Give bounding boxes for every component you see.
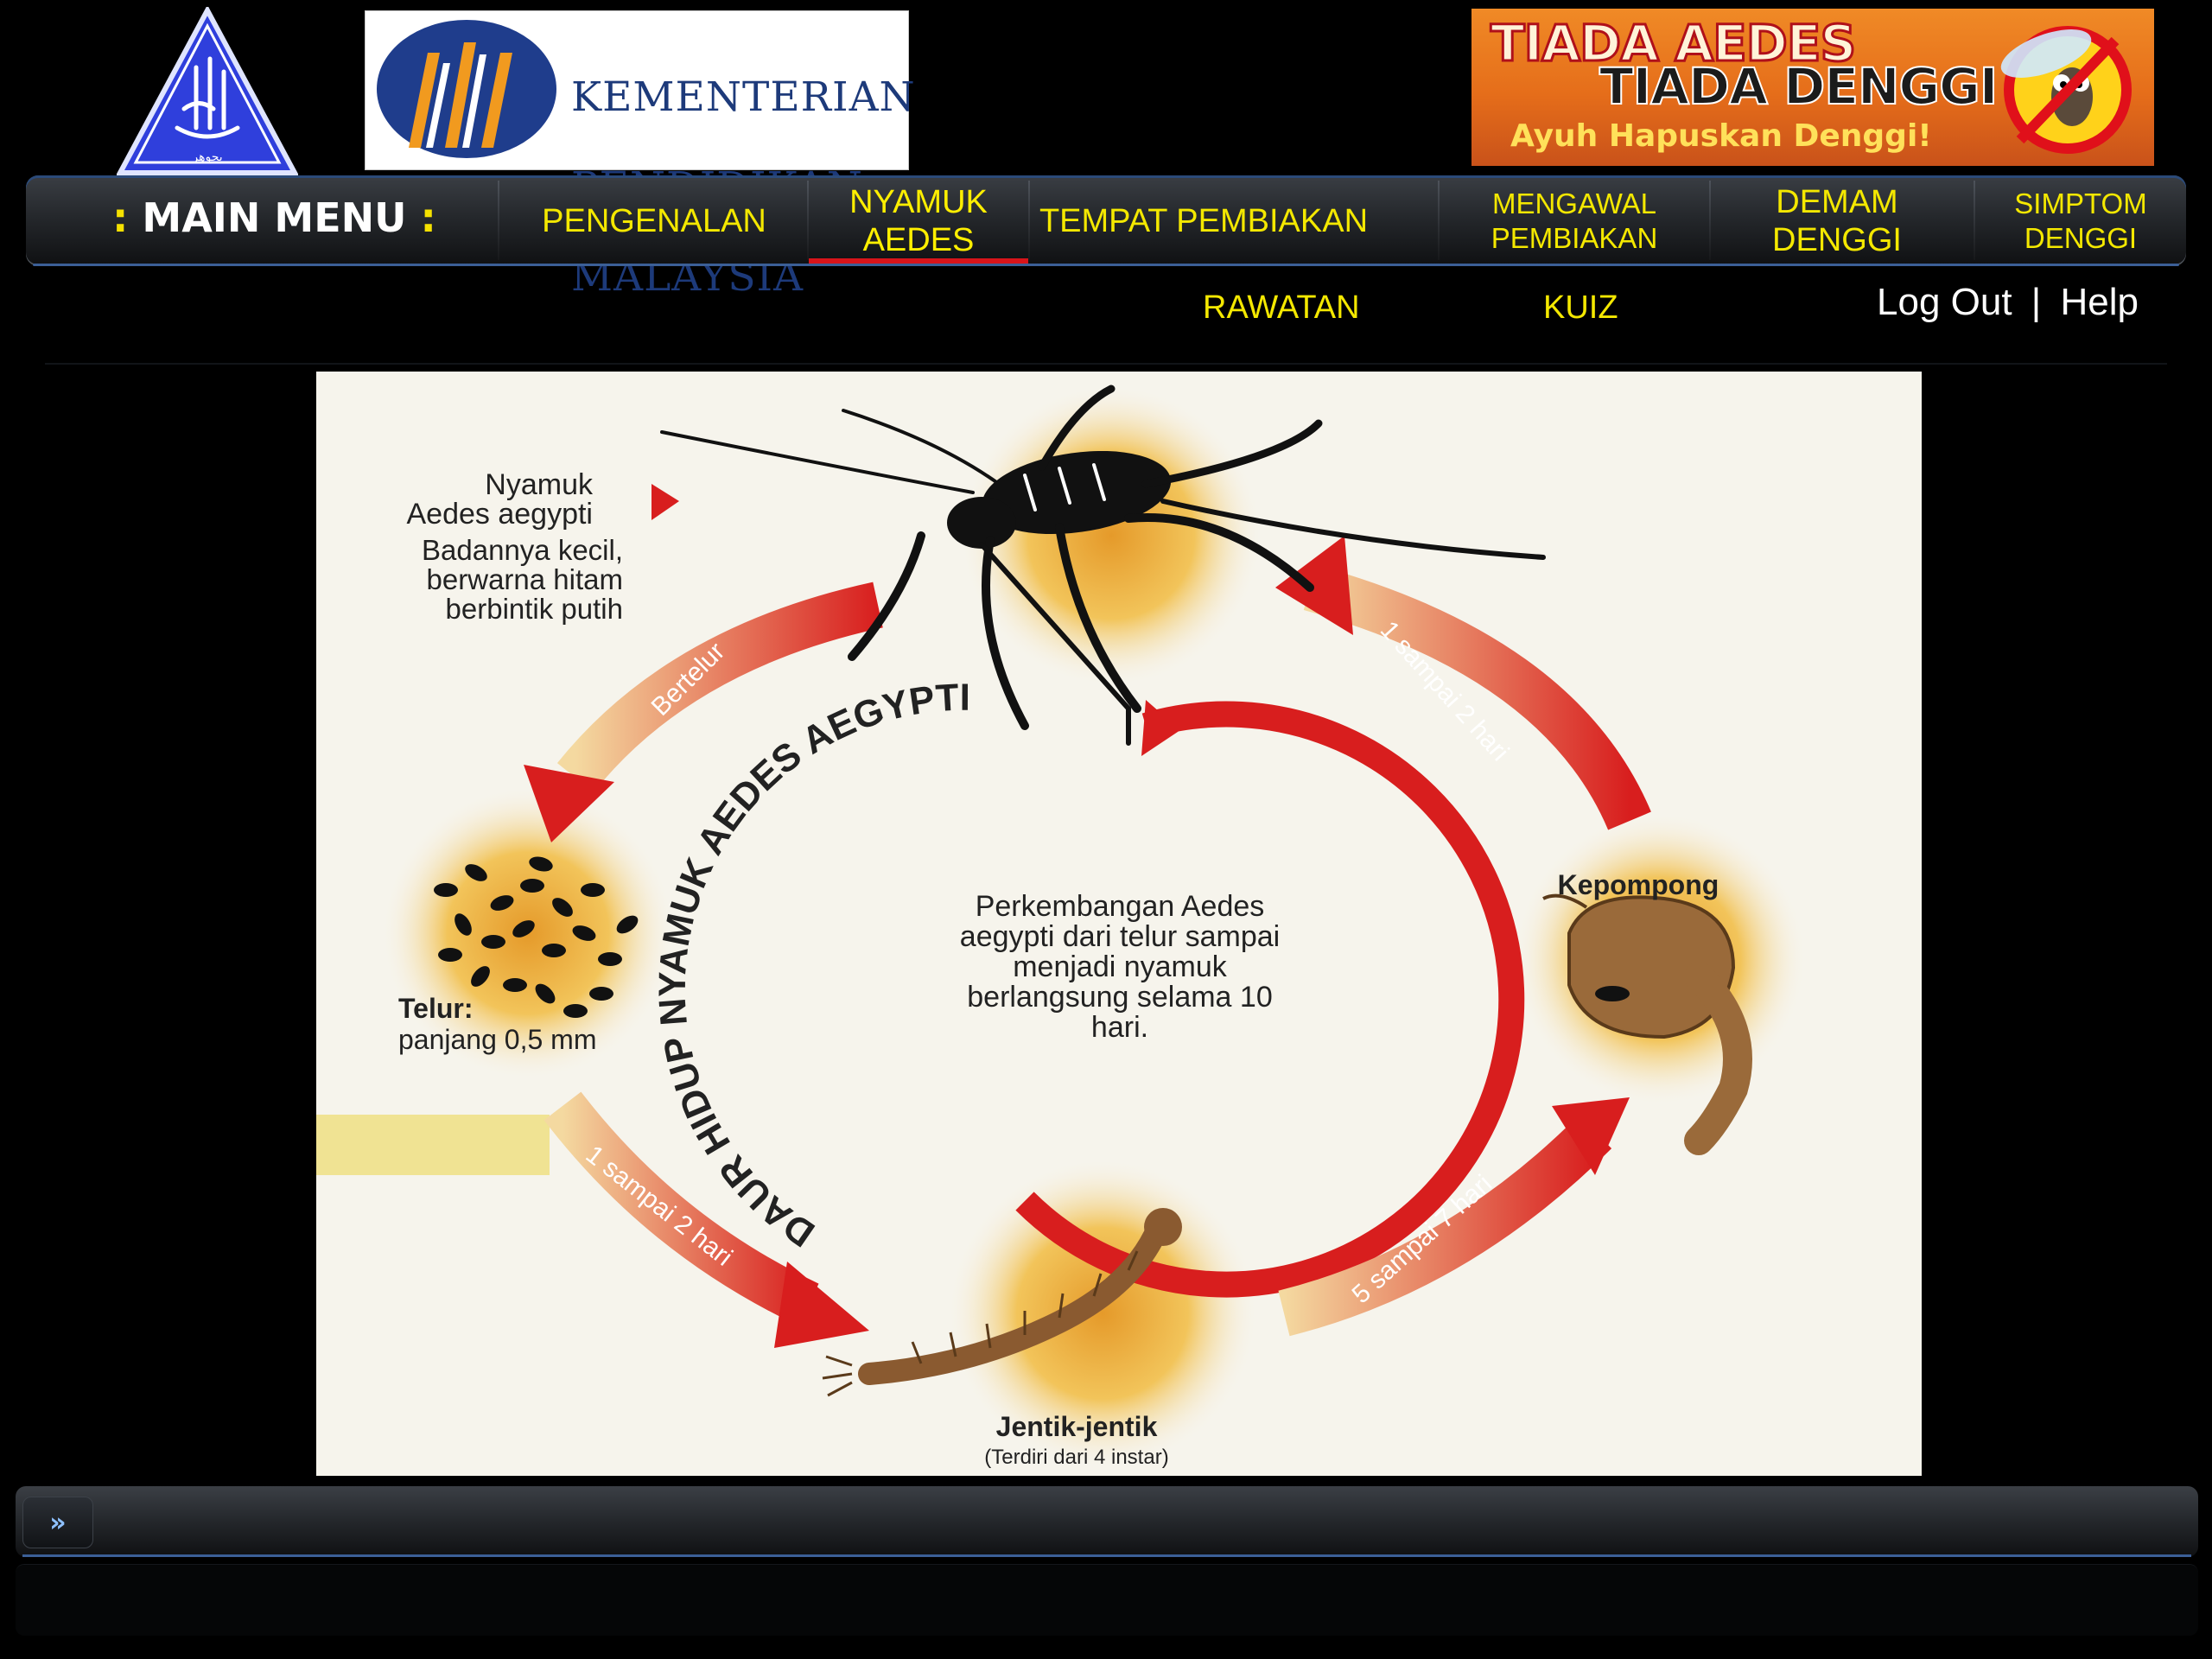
no-mosquito-icon xyxy=(2000,26,2132,154)
banner-line-1: TIADA AEDES xyxy=(1489,13,1857,74)
nav-divider xyxy=(1438,181,1440,260)
nav-item-simptom-denggi[interactable]: SIMPTOM DENGGI xyxy=(2014,187,2147,254)
help-link[interactable]: Help xyxy=(2060,281,2139,323)
center-text-2: aegypti dari telur sampai xyxy=(960,920,1280,953)
arrow-bertelur-head xyxy=(524,765,614,842)
banner-line-2: TIADA DENGGI xyxy=(1599,56,1999,117)
expand-button[interactable]: » xyxy=(22,1497,93,1548)
bottom-toolbar: » xyxy=(16,1486,2198,1557)
active-tab-indicator xyxy=(809,258,1028,265)
life-cycle-illustration: DAUR HIDUP NYAMUK AEDES AEGYPTI Nyamuk A… xyxy=(316,385,1807,1469)
banner-line-3: Ayuh Hapuskan Denggi! xyxy=(1510,118,1932,154)
nav-item-nyamuk-aedes[interactable]: NYAMUK AEDES xyxy=(849,183,988,258)
anti-dengue-banner: TIADA AEDES TIADA DENGGI Ayuh Hapuskan D… xyxy=(1471,9,2154,166)
larva-glow xyxy=(947,1158,1258,1469)
arrow-larva-to-pupa xyxy=(1278,1115,1612,1337)
egg-title: Telur: xyxy=(398,993,474,1024)
main-nav-bar: : MAIN MENU : PENGENALAN NYAMUK AEDES TE… xyxy=(26,175,2186,266)
arrow-egg-larva-head xyxy=(774,1262,869,1348)
larva-label: Jentik-jentik xyxy=(996,1411,1158,1442)
mosquito-desc-1: Badannya kecil, xyxy=(422,534,623,566)
kpm-emblem-icon xyxy=(377,20,556,158)
nav-divider xyxy=(1974,181,1975,260)
arrow-pupa-to-adult xyxy=(1303,564,1651,830)
account-links: Log Out | Help xyxy=(1877,281,2139,324)
pupa-label: Kepompong xyxy=(1558,869,1719,900)
colon-left: : xyxy=(112,194,129,241)
colon-right: : xyxy=(420,194,436,241)
nav-item-rawatan[interactable]: RAWATAN xyxy=(1203,289,1360,326)
pupa-icon xyxy=(1542,893,1752,1155)
main-menu-text: MAIN MENU xyxy=(142,194,407,241)
link-separator: | xyxy=(2031,281,2042,323)
kpm-line-1: KEMENTERIAN xyxy=(571,73,916,121)
larva-icon xyxy=(822,1208,1182,1397)
arrow-larva-pupa-head xyxy=(1552,1097,1630,1175)
inner-cycle-arrow xyxy=(1015,701,1525,1298)
adult-mosquito-icon xyxy=(660,385,1546,746)
center-text-4: berlangsung selama 10 xyxy=(967,981,1272,1014)
arrow-bertelur xyxy=(556,582,883,792)
arrow-egg-to-larva xyxy=(543,1091,819,1326)
nav-item-tempat-pembiakan[interactable]: TEMPAT PEMBIAKAN xyxy=(1039,202,1369,239)
mosquito-species: Aedes aegypti xyxy=(407,498,594,531)
egg-desc: panjang 0,5 mm xyxy=(398,1024,596,1055)
school-logo: بجوهر xyxy=(115,4,300,176)
footer-strip xyxy=(16,1564,2198,1636)
mosquito-title: Nyamuk xyxy=(485,468,594,501)
nav-item-pengenalan[interactable]: PENGENALAN xyxy=(542,202,766,239)
nav-divider xyxy=(498,181,499,260)
adult-glow xyxy=(960,385,1262,687)
center-text-3: menjadi nyamuk xyxy=(1013,950,1228,983)
kpm-logo: KEMENTERIAN PENDIDIKAN MALAYSIA xyxy=(365,10,916,300)
center-text-1: Perkembangan Aedes xyxy=(976,890,1265,923)
aedes-life-cycle-diagram: DAUR HIDUP NYAMUK AEDES AEGYPTI Nyamuk A… xyxy=(316,372,1922,1476)
arrow-pupa-adult-head xyxy=(1275,536,1353,635)
larva-desc: (Terdiri dari 4 instar) xyxy=(984,1446,1168,1469)
mosquito-desc-3: berbintik putih xyxy=(446,593,623,625)
inner-arrow-head xyxy=(1141,700,1180,756)
nav-divider xyxy=(807,181,809,260)
logout-link[interactable]: Log Out xyxy=(1877,281,2012,323)
nav-item-mengawal-pembiakan[interactable]: MENGAWAL PEMBIAKAN xyxy=(1491,187,1658,254)
nav-divider xyxy=(1028,181,1030,260)
cycle-title: DAUR HIDUP NYAMUK AEDES AEGYPTI xyxy=(652,677,970,1255)
center-text-5: hari. xyxy=(1091,1011,1148,1044)
pointer-triangle-icon xyxy=(652,484,679,520)
eggs-icon xyxy=(434,856,639,1018)
nav-item-demam-denggi[interactable]: DEMAM DENGGI xyxy=(1772,183,1902,258)
nav-divider xyxy=(1709,181,1711,260)
nav-item-kuiz[interactable]: KUIZ xyxy=(1543,289,1618,326)
svg-text:بجوهر: بجوهر xyxy=(191,150,222,164)
main-menu-label: : MAIN MENU : xyxy=(112,194,436,241)
mosquito-desc-2: berwarna hitam xyxy=(427,563,623,595)
